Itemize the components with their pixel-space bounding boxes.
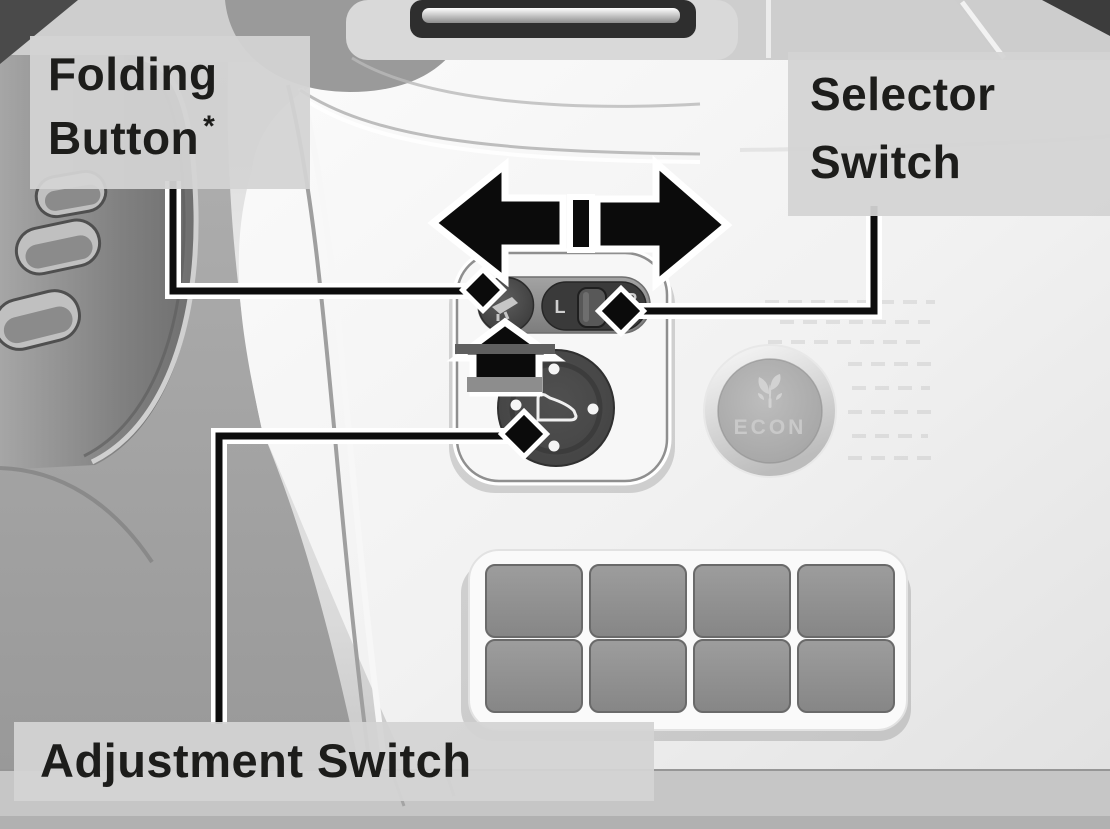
pillar-base-seam: [0, 466, 154, 564]
left-right-arrow-icon: [427, 155, 733, 292]
footnote-asterisk: *: [203, 110, 216, 143]
selector-label-line1: Selector: [810, 68, 996, 120]
mirror-folding-icon: [492, 297, 518, 321]
top-right-seam: [960, 0, 1006, 60]
dash-seam-upper: [299, 88, 701, 156]
diamond-marker-icon: [594, 284, 648, 338]
selector-label-line2: Switch: [810, 136, 962, 188]
lower-strip-shadow: [0, 816, 1110, 829]
top-seam-vertical: [766, 0, 771, 58]
ghost-print-marks: [765, 300, 935, 460]
folding-label-line1: Folding: [48, 48, 218, 100]
callout-diamond-markers: [458, 265, 648, 461]
econ-button: ECON: [703, 344, 837, 478]
blank-switch-panel: [461, 549, 911, 741]
econ-button-label: ECON: [734, 416, 807, 439]
dash-seam-upper-highlight: [300, 96, 701, 164]
slot-under-seam: [351, 56, 701, 108]
top-right-wedge: [1042, 0, 1110, 36]
up-arrow-icon: [446, 317, 566, 397]
dash-seam-highlight: [298, 87, 396, 829]
selector-switch-label: Selector Switch: [788, 52, 1110, 216]
callout-line-selector: [626, 206, 878, 315]
adjustment-direction-dots: [510, 363, 599, 452]
callout-line-adjustment: [215, 432, 512, 724]
adjustment-switch-label: Adjustment Switch: [14, 722, 654, 801]
callout-line-folding: [169, 181, 470, 295]
diamond-marker-icon: [497, 407, 551, 461]
folding-button-label: Folding Button*: [30, 36, 310, 189]
selector-left-label: L: [555, 297, 566, 317]
top-left-wedge: [0, 0, 78, 64]
folding-label-line2: Button*: [48, 110, 216, 164]
adjustment-label-text: Adjustment Switch: [40, 734, 472, 787]
blank-switch-covers: [485, 564, 895, 713]
callout-lines: [165, 181, 882, 724]
top-slot-trim: [422, 8, 680, 23]
leaf-icon: [758, 374, 782, 408]
diamond-marker-icon: [458, 265, 508, 315]
selector-knob-highlight: [583, 292, 589, 322]
